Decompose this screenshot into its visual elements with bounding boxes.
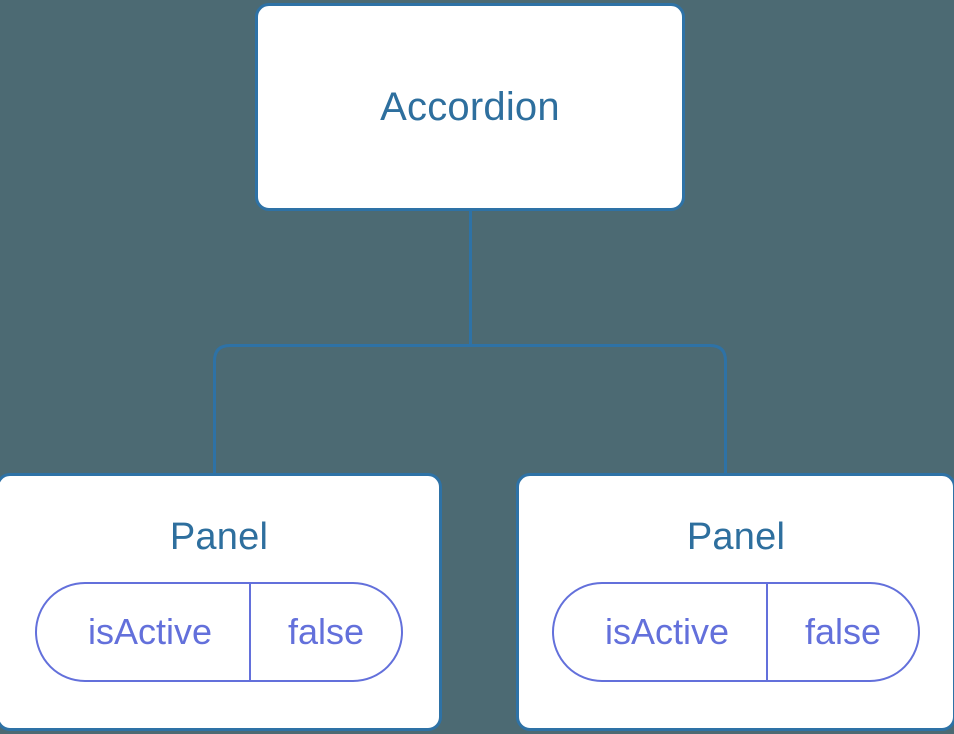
state-pill-left[interactable]: isActive false	[35, 582, 403, 682]
node-panel-right-label: Panel	[686, 516, 786, 558]
node-panel-right[interactable]: Panel isActive false	[516, 473, 954, 731]
state-pill-right[interactable]: isActive false	[552, 582, 920, 682]
state-pill-left-value: false	[249, 584, 401, 680]
node-panel-left-label: Panel	[169, 516, 269, 558]
connector-branch-bar	[213, 344, 727, 476]
state-pill-left-key: isActive	[87, 611, 213, 652]
state-pill-right-key: isActive	[604, 611, 730, 652]
node-panel-left[interactable]: Panel isActive false	[0, 473, 442, 731]
node-accordion-label: Accordion	[380, 85, 560, 129]
node-accordion[interactable]: Accordion	[255, 3, 685, 211]
state-pill-right-value: false	[766, 584, 918, 680]
